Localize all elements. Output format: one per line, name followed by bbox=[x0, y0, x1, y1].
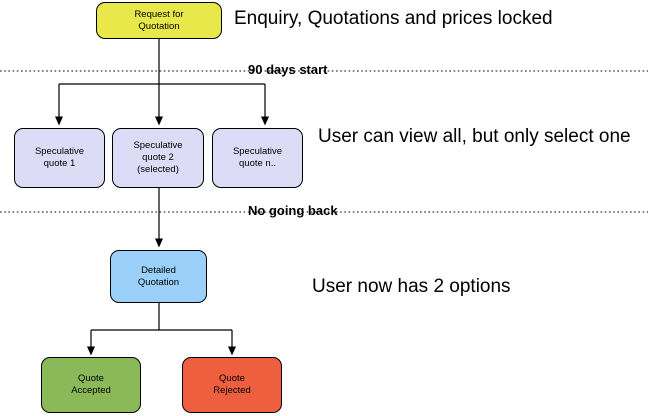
annotation-view-all-select-one: User can view all, but only select one bbox=[318, 125, 631, 149]
node-speculative-quote-n[interactable]: Speculative quote n.. bbox=[212, 128, 303, 188]
node-label-line: (selected) bbox=[137, 164, 179, 175]
annotation-line: Enquiry, Quotations and prices locked bbox=[234, 8, 553, 29]
node-label-line: quote 2 bbox=[142, 152, 174, 163]
node-label-line: Quotation bbox=[137, 276, 180, 288]
node-speculative-quote-1[interactable]: Speculative quote 1 bbox=[14, 128, 105, 188]
node-quote-rejected[interactable]: Quote Rejected bbox=[182, 357, 282, 413]
divider-label-90-days-start: 90 days start bbox=[248, 62, 328, 77]
node-label-line: Accepted bbox=[71, 385, 111, 396]
node-request-for-quotation[interactable]: Request for Quotation bbox=[96, 2, 222, 39]
node-label-line: Speculative bbox=[34, 146, 85, 157]
node-label-line: Speculative bbox=[232, 146, 283, 157]
annotation-line: User can view all, but bbox=[318, 126, 499, 147]
node-label-line: quote n.. bbox=[239, 158, 276, 169]
annotation-line: only select one bbox=[503, 126, 631, 147]
annotation-two-options: User now has 2 options bbox=[312, 275, 511, 299]
annotation-enquiry-locked: Enquiry, Quotations and prices locked bbox=[234, 7, 553, 31]
node-label-line: Detailed bbox=[141, 264, 176, 276]
node-label-line: Quote bbox=[78, 373, 104, 384]
node-label-line: Speculative bbox=[133, 140, 183, 151]
node-label-line: quote 1 bbox=[43, 158, 76, 169]
annotation-line: User now has 2 options bbox=[312, 276, 511, 297]
node-label-line: Quote bbox=[219, 373, 245, 384]
node-speculative-quote-2[interactable]: Speculative quote 2 (selected) bbox=[112, 128, 204, 188]
node-detailed-quotation[interactable]: Detailed Quotation bbox=[110, 250, 207, 303]
node-label-line: Request for bbox=[134, 8, 184, 20]
node-label-line: Rejected bbox=[213, 385, 251, 396]
node-quote-accepted[interactable]: Quote Accepted bbox=[41, 357, 141, 413]
node-label-line: Quotation bbox=[138, 20, 180, 32]
divider-label-no-going-back: No going back bbox=[248, 203, 338, 218]
